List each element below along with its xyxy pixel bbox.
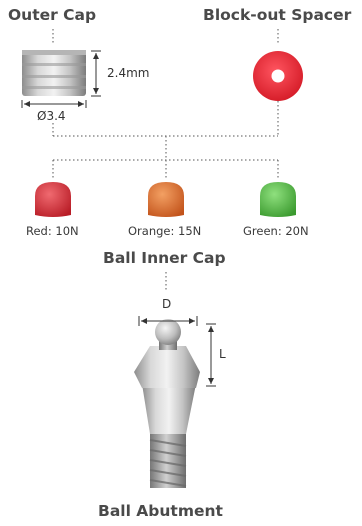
green-cap-label: Green: 20N — [243, 224, 309, 238]
abutment-length-label: L — [219, 347, 226, 361]
red-cap-label: Red: 10N — [26, 224, 79, 238]
outer-cap-height-label: 2.4mm — [107, 66, 150, 80]
ball-abutment-heading: Ball Abutment — [98, 502, 223, 520]
ball-abutment-image — [134, 319, 200, 488]
ball-inner-cap-heading: Ball Inner Cap — [103, 249, 226, 267]
block-out-spacer-heading: Block-out Spacer — [203, 6, 352, 24]
block-out-spacer-image — [253, 51, 303, 101]
orange-cap-label: Orange: 15N — [128, 224, 202, 238]
abutment-diameter-label: D — [162, 297, 172, 311]
outer-cap-heading: Outer Cap — [8, 6, 97, 24]
red-inner-cap-image — [35, 182, 71, 217]
outer-cap-image — [22, 50, 86, 96]
green-inner-cap-image — [260, 182, 296, 217]
outer-cap-diameter-label: Ø3.4 — [37, 109, 66, 123]
orange-inner-cap-image — [148, 182, 184, 217]
